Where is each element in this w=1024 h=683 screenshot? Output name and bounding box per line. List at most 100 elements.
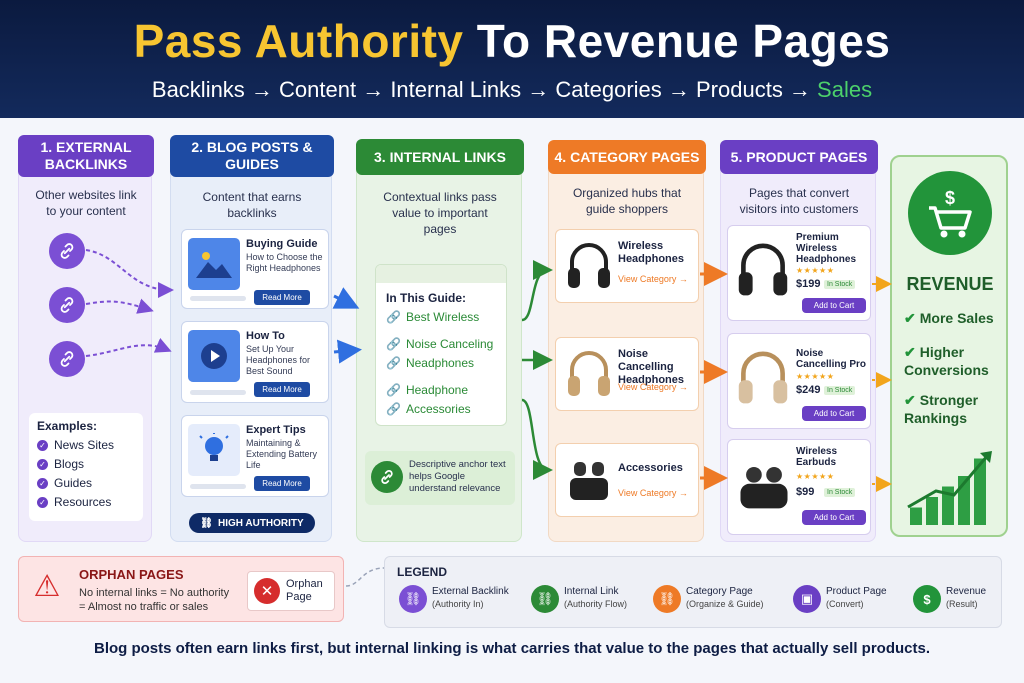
internal-link-item[interactable]: 🔗 Best Wireless [386,310,479,324]
link-icon: ⛓ [399,585,427,613]
product-card-noise-pro[interactable]: Noise Cancelling Pro ★★★★★ $249 In Stock… [727,333,871,429]
internal-link-item[interactable]: 🔗Headphone [386,383,468,397]
blog-card-how-to[interactable]: How To Set Up Your Headphones for Best S… [181,321,329,403]
growth-bar [926,497,938,525]
column-description: Content that earns backlinks [202,190,302,220]
legend-title: LEGEND [397,565,448,579]
link-label: Noise Canceling [405,337,494,351]
headphones-icon [568,351,610,396]
internal-link-item[interactable]: 🔗Noise Canceling [386,337,493,351]
trend-arrow-head [980,451,992,463]
legend-sub: (Result) [946,599,978,609]
category-title: Accessories [618,462,683,474]
example-item: ✓Resources [37,495,135,509]
column-description: Other websites link to your content [35,188,137,218]
add-to-cart-button[interactable]: Add to Cart [802,298,866,313]
stock-badge: In Stock [824,280,856,289]
column-product-pages: 5. PRODUCT PAGES Pages that convert visi… [720,140,878,542]
product-title: Premium Wireless Headphones [796,232,857,265]
read-more-button[interactable]: Read More [254,476,310,491]
link-label: Headphone [405,383,469,397]
card-text: Maintaining & Extending Battery Life [246,438,318,470]
growth-bar [942,486,954,525]
anchor-text: Descriptive anchor text helps Google und… [409,459,506,494]
column-description: Contextual links pass value to important… [383,190,497,236]
category-card-noise-cancelling[interactable]: Noise Cancelling Headphones View Categor… [555,337,699,411]
internal-link-item[interactable]: 🔗Accessories [386,402,471,416]
page-subtitle: Backlinks → Content → Internal Links → C… [0,77,1024,103]
orphan-text-2: = Almost no traffic or sales [79,601,209,613]
example-item: ✓News Sites [37,438,135,452]
shopping-cart-dollar-icon: $ [908,171,992,255]
orphan-page-label: Orphan Page [286,578,323,603]
internal-link-item[interactable]: 🔗 Neadphones [386,356,474,370]
card-title: How To [246,330,285,342]
check-icon: ✔ [904,310,916,326]
example-label: Blogs [54,457,85,471]
backlink-icon-3 [49,341,85,377]
revenue-benefit: ✔Stronger Rankings [904,391,1004,427]
product-card-premium[interactable]: Premium Wireless Headphones ★★★★★ $199 I… [727,225,871,321]
growth-bar [974,458,986,525]
column-tag: 4. CATEGORY PAGES [548,140,706,174]
backlink-icon-1 [49,233,85,269]
link-icon: 🔗 [386,310,401,324]
internal-link-arrow [521,260,553,322]
link-icon: 🔗 [386,356,401,370]
column-description: Pages that convert visitors into custome… [739,186,859,216]
category-card-accessories[interactable]: Accessories View Category → [555,443,699,517]
link-label: Neadphones [405,356,475,370]
revenue-benefit: ✔More Sales [904,309,994,327]
link-label: Best Wireless [405,310,480,324]
legend-item-external-backlink: ⛓ External Backlink(Authority In) [399,585,509,613]
headphones-icon [738,351,788,404]
add-to-cart-button[interactable]: Add to Cart [802,510,866,525]
revenue-benefit: ✔Higher Conversions [904,343,1004,379]
view-category-link[interactable]: View Category → [618,382,688,392]
rating-stars: ★★★★★ [796,266,835,275]
legend-item-product-page: ▣ Product Page(Convert) [793,585,887,613]
link-icon: ⛓ [653,585,681,613]
earbuds-icon [740,466,788,509]
legend-item-revenue: $ Revenue(Result) [913,585,986,613]
content-arrow [333,339,362,364]
legend-name: External Backlink [432,586,509,597]
column-category-pages: 4. CATEGORY PAGES Organized hubs that gu… [548,140,706,542]
divider [190,484,246,489]
column-tag: 2. BLOG POSTS & GUIDES [170,135,334,177]
product-title: Wireless Earbuds [796,446,838,468]
header-banner: Pass Authority To Revenue Pages Backlink… [0,0,1024,118]
badge-label: HIGH AUTHORITY [217,517,304,529]
category-title: Wireless Headphones [618,240,685,265]
legend-item-internal-link: ⛓ Internal Link(Authority Flow) [531,585,627,613]
link-icon [371,461,403,493]
warning-icon: ⚠ [33,570,61,603]
lightbulb-icon [188,424,240,476]
product-card-earbuds[interactable]: Wireless Earbuds ★★★★★ $99 In Stock Add … [727,439,871,535]
blog-card-expert-tips[interactable]: Expert Tips Maintaining & Extending Batt… [181,415,329,497]
product-price: $99 [796,486,815,498]
stock-badge: In Stock [824,488,856,497]
page-title: Pass Authority To Revenue Pages [0,14,1024,68]
blog-card-buying-guide[interactable]: Buying Guide How to Choose the Right Hea… [181,229,329,309]
product-price: $199 [796,278,821,290]
legend-name: Revenue [946,586,987,597]
legend-sub: (Organize & Guide) [686,599,764,609]
revenue-title: REVENUE [906,274,994,294]
headphones-icon [568,243,610,288]
legend-sub: (Authority Flow) [564,599,628,609]
example-item: ✓Blogs [37,457,135,471]
read-more-button[interactable]: Read More [254,382,310,397]
add-to-cart-button[interactable]: Add to Cart [802,406,866,421]
legend-name: Product Page [826,586,887,597]
close-x-icon: ✕ [254,578,280,604]
view-category-link[interactable]: View Category → [618,488,688,498]
category-card-wireless[interactable]: Wireless Headphones View Category → [555,229,699,303]
read-more-button[interactable]: Read More [254,290,310,305]
subtitle-flow: Backlinks → Content → Internal Links → C… [151,77,818,102]
view-category-link[interactable]: View Category → [618,274,688,284]
examples-title: Examples: [37,419,98,433]
title-rest: To Revenue Pages [463,15,891,67]
column-tag: 1. EXTERNAL BACKLINKS [18,135,154,177]
internal-link-arrow [521,398,553,480]
